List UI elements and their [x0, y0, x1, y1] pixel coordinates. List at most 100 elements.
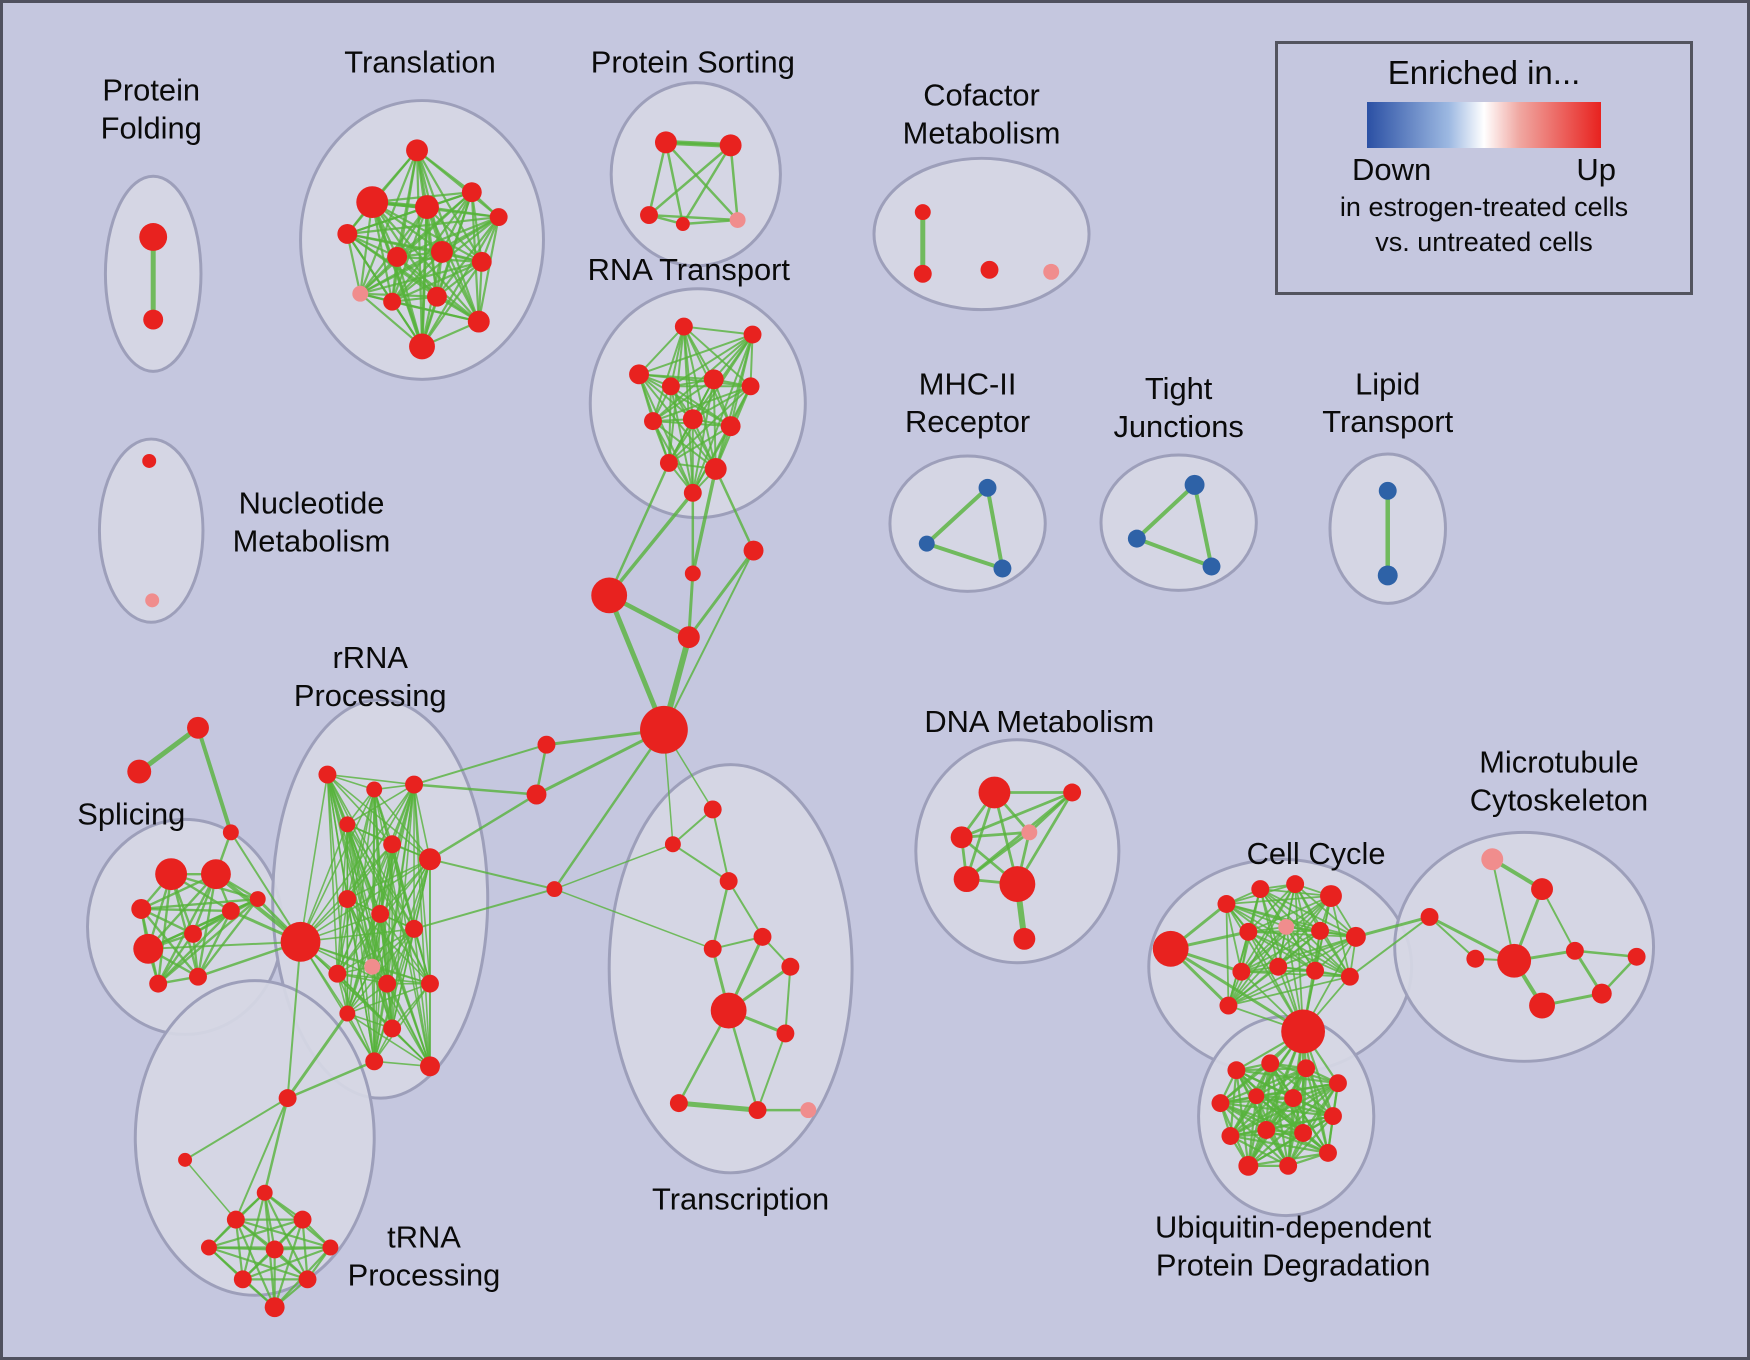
node-cc4	[1286, 875, 1305, 894]
edge-cc10-cc13	[1240, 970, 1351, 978]
edge-rt3-rt12	[638, 373, 694, 494]
node-hub	[640, 705, 688, 754]
cluster-label-trna-processing: tRNA	[387, 1219, 461, 1254]
edge-tc2-tc3	[671, 843, 730, 883]
edge-ub2-ub5	[1219, 1062, 1272, 1105]
edge-dm3-dm4	[960, 830, 1031, 839]
edge-cc5-cc6	[1247, 895, 1332, 933]
edge-rr6-rr8	[346, 858, 431, 900]
edge-rt6-rt8	[691, 385, 752, 421]
cluster-label-translation: Translation	[344, 45, 496, 80]
node-ch4	[677, 626, 700, 649]
node-rt5	[703, 369, 724, 390]
node-rr7	[280, 921, 321, 962]
cluster-label-nucleotide-metabolism: Nucleotide	[239, 486, 385, 521]
node-cc9	[1345, 926, 1366, 947]
node-dm3	[950, 826, 973, 849]
node-lt2	[1377, 565, 1398, 586]
edge-sp5-sp9	[156, 932, 195, 985]
edge-rr11-rr17	[373, 928, 415, 1063]
node-cc3	[1251, 880, 1270, 899]
edge-ch1-hub	[662, 549, 755, 731]
edge-tc7-tc8	[784, 965, 792, 1035]
node-mc1	[1481, 848, 1504, 871]
edge-rr3-rr6	[413, 783, 431, 861]
node-cf2	[913, 264, 932, 283]
edge-rr3-rr17	[373, 783, 415, 1063]
node-rt11	[704, 457, 727, 480]
node-ub5	[1211, 1094, 1230, 1113]
edge-rt10-ch3	[607, 461, 671, 597]
node-tri3	[222, 824, 239, 841]
cluster-ellipse-nucleotide-metabolism	[97, 437, 205, 624]
node-ps4	[675, 217, 690, 231]
node-mc8	[1529, 992, 1555, 1019]
node-tr13	[409, 333, 435, 360]
node-rt9	[720, 416, 741, 437]
node-rr18	[420, 1056, 440, 1077]
edge-sp3-sp7	[140, 897, 259, 911]
edge-tr10-tr13	[420, 260, 483, 348]
edge-rr10-rr11	[371, 928, 415, 968]
node-ch7	[546, 881, 563, 898]
edge-tr6-tr8	[396, 215, 500, 258]
edge-rt1-rt3	[638, 325, 685, 376]
node-sp2	[200, 859, 231, 890]
edge-cc11-cc14	[1227, 965, 1280, 1007]
cluster-label-mhc-ii-receptor: MHC-II	[919, 366, 1017, 401]
edge-tri1-tri3	[196, 725, 233, 835]
edge-cc1-cc15	[1169, 947, 1305, 1033]
edge-rr3-rr4	[346, 783, 415, 826]
edge-tr10-tr11	[391, 260, 483, 303]
edge-tn1-tn4	[234, 1097, 289, 1221]
node-lt1	[1378, 481, 1397, 500]
node-rr8	[338, 890, 357, 908]
edge-rr11-rr16	[391, 928, 415, 1030]
node-pf1	[139, 223, 168, 251]
edge-ub3-ub6	[1255, 1067, 1308, 1098]
edge-sp4-rr7	[147, 940, 302, 950]
edge-tn2-tn4	[184, 1159, 237, 1221]
node-cc11	[1269, 957, 1288, 976]
node-cf1	[914, 204, 931, 221]
cluster-ellipse-translation	[299, 99, 545, 381]
node-ub13	[1279, 1156, 1298, 1175]
legend-title: Enriched in...	[1387, 54, 1581, 91]
edge-rr15-tn1	[286, 1012, 349, 1100]
node-rt8	[682, 409, 703, 430]
node-rt10	[659, 454, 678, 472]
edge-tj2-tj3	[1134, 536, 1214, 569]
node-tc7	[781, 957, 800, 976]
edge-ub8-ub10	[1265, 1114, 1335, 1132]
edge-dm4-dm5	[965, 830, 1031, 881]
edge-rr7-tn1	[286, 940, 302, 1100]
edge-rr11-rr14	[413, 928, 431, 985]
edge-cc2-cc14	[1225, 903, 1230, 1007]
node-rr14	[421, 974, 439, 993]
node-sp8	[189, 967, 207, 986]
cluster-label-protein-sorting: Protein Sorting	[591, 45, 795, 80]
node-tc9	[669, 1094, 688, 1113]
edge-tr4-tr13	[420, 205, 429, 348]
edge-rr1-rr3	[326, 773, 415, 786]
node-tn9	[233, 1270, 252, 1289]
node-tr14	[467, 310, 490, 333]
node-cc1	[1152, 930, 1189, 967]
edge-rr2-rr12	[336, 788, 376, 975]
node-ub10	[1257, 1121, 1276, 1139]
edge-sp6-sp8	[196, 909, 233, 978]
edge-rr12-rr17	[336, 972, 376, 1063]
node-rr15	[339, 1005, 356, 1022]
edge-hub-ch7	[553, 728, 666, 891]
edge-rt1-rt2	[682, 325, 754, 336]
cluster-ellipse-microtubule-cytoskeleton	[1393, 830, 1656, 1063]
node-ub4	[1328, 1074, 1347, 1093]
node-tj3	[1202, 557, 1221, 576]
legend-up-label: Up	[1576, 152, 1616, 187]
edge-tc3-tc5	[711, 879, 730, 951]
edge-rr5-rr13	[386, 843, 393, 985]
node-tr5	[461, 182, 482, 203]
node-mh1	[978, 478, 997, 497]
node-sp9	[149, 974, 168, 993]
node-tn4	[226, 1210, 245, 1229]
